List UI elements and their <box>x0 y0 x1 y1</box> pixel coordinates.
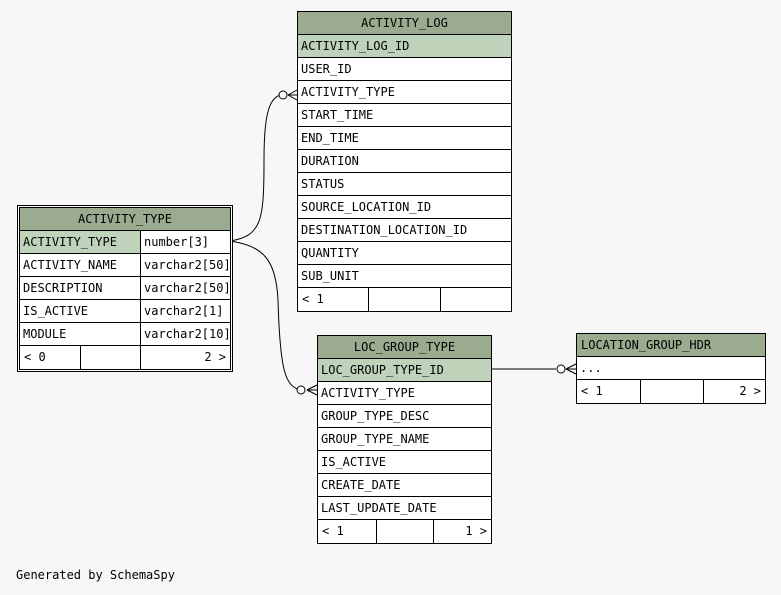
column-row[interactable]: DESTINATION_LOCATION_ID <box>298 219 511 242</box>
footer-middle <box>81 346 141 369</box>
table-title[interactable]: ACTIVITY_LOG <box>298 12 511 35</box>
column-row[interactable]: ACTIVITY_TYPE <box>318 382 491 405</box>
column-name: MODULE <box>20 323 141 345</box>
column-row[interactable]: IS_ACTIVE <box>318 451 491 474</box>
column-row[interactable]: GROUP_TYPE_DESC <box>318 405 491 428</box>
crowfoot-location-group-hdr <box>565 363 577 375</box>
column-row[interactable]: ACTIVITY_LOG_ID <box>298 35 511 58</box>
column-row[interactable]: ACTIVITY_TYPE number[3] <box>20 231 230 254</box>
column-row[interactable]: ACTIVITY_NAME varchar2[50] <box>20 254 230 277</box>
column-row[interactable]: LOC_GROUP_TYPE_ID <box>318 359 491 382</box>
edge-activity-type-to-activity-log <box>229 93 285 242</box>
table-title[interactable]: LOCATION_GROUP_HDR <box>577 334 765 357</box>
children-count[interactable]: 2 > <box>204 350 226 364</box>
crowfoot-marker-activity-log <box>278 90 288 100</box>
column-row[interactable]: LAST_UPDATE_DATE <box>318 497 491 520</box>
crowfoot-activity-log <box>287 89 298 101</box>
column-row[interactable]: SOURCE_LOCATION_ID <box>298 196 511 219</box>
crowfoot-marker-location-group-hdr <box>556 364 566 374</box>
crowfoot-marker-loc-group-type <box>296 385 306 395</box>
column-row[interactable]: DESCRIPTION varchar2[50] <box>20 277 230 300</box>
column-row[interactable]: DURATION <box>298 150 511 173</box>
column-row[interactable]: USER_ID <box>298 58 511 81</box>
column-row[interactable]: GROUP_TYPE_NAME <box>318 428 491 451</box>
children-count[interactable]: 1 > <box>465 524 487 538</box>
column-type: varchar2[1] <box>144 304 224 318</box>
table-activity-type[interactable]: ACTIVITY_TYPE ACTIVITY_TYPE number[3] AC… <box>17 205 233 372</box>
crowfoot-loc-group-type <box>306 384 318 396</box>
column-name: ACTIVITY_TYPE <box>20 231 141 253</box>
footer-middle <box>377 520 434 543</box>
parents-count[interactable]: < 1 <box>298 288 369 311</box>
column-row[interactable]: IS_ACTIVE varchar2[1] <box>20 300 230 323</box>
column-row[interactable]: CREATE_DATE <box>318 474 491 497</box>
table-activity-log[interactable]: ACTIVITY_LOG ACTIVITY_LOG_ID USER_ID ACT… <box>297 11 512 312</box>
column-row[interactable]: QUANTITY <box>298 242 511 265</box>
table-loc-group-type[interactable]: LOC_GROUP_TYPE LOC_GROUP_TYPE_ID ACTIVIT… <box>317 335 492 544</box>
column-row[interactable]: ACTIVITY_TYPE <box>298 81 511 104</box>
table-footer: < 1 1 > <box>318 520 491 543</box>
table-title[interactable]: LOC_GROUP_TYPE <box>318 336 491 359</box>
parents-count[interactable]: < 1 <box>318 520 377 543</box>
column-name: IS_ACTIVE <box>20 300 141 322</box>
column-name: ACTIVITY_NAME <box>20 254 141 276</box>
column-row[interactable]: END_TIME <box>298 127 511 150</box>
column-row[interactable]: STATUS <box>298 173 511 196</box>
column-name: DESCRIPTION <box>20 277 141 299</box>
column-type: varchar2[50] <box>144 258 230 272</box>
table-title[interactable]: ACTIVITY_TYPE <box>20 208 230 231</box>
column-row[interactable]: ... <box>577 357 765 380</box>
children-count[interactable] <box>441 288 511 311</box>
column-type: number[3] <box>144 235 210 249</box>
footer-middle <box>641 380 704 403</box>
table-footer: < 1 <box>298 288 511 311</box>
column-type: varchar2[10] <box>144 327 230 341</box>
parents-count[interactable]: < 0 <box>20 346 81 369</box>
table-footer: < 0 2 > <box>20 346 230 369</box>
column-row[interactable]: MODULE varchar2[10] <box>20 323 230 346</box>
column-type: varchar2[50] <box>144 281 230 295</box>
footer-middle <box>369 288 441 311</box>
column-row[interactable]: START_TIME <box>298 104 511 127</box>
table-location-group-hdr[interactable]: LOCATION_GROUP_HDR ... < 1 2 > <box>576 333 766 404</box>
generated-by-label: Generated by SchemaSpy <box>16 568 175 582</box>
table-footer: < 1 2 > <box>577 380 765 403</box>
edge-activity-type-to-loc-group-type <box>229 240 303 391</box>
column-row[interactable]: SUB_UNIT <box>298 265 511 288</box>
children-count[interactable]: 2 > <box>739 384 761 398</box>
parents-count[interactable]: < 1 <box>577 380 641 403</box>
